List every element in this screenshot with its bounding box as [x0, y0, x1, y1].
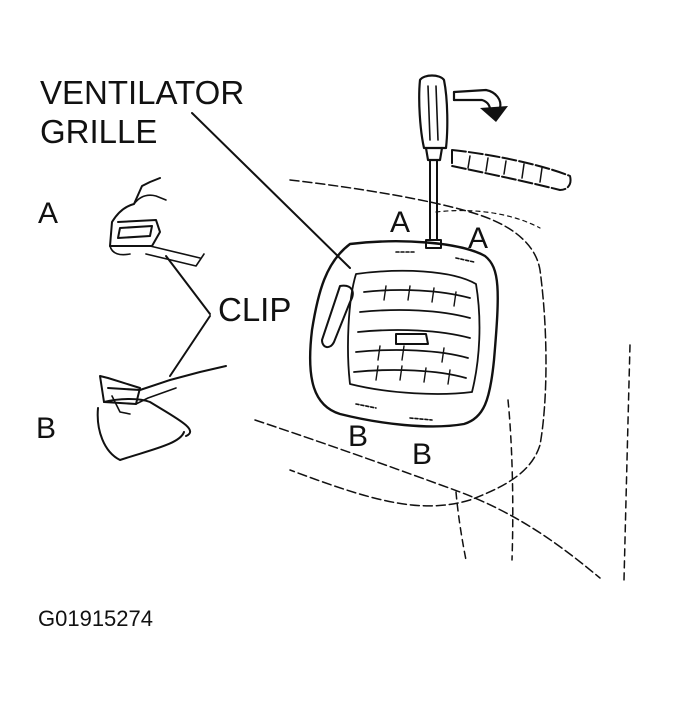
clip-leader-top [165, 255, 211, 315]
title-leader-line [191, 112, 351, 269]
label-b-bottom-right: B [412, 438, 432, 471]
label-a-top-left: A [390, 206, 410, 239]
clip-b-detail [96, 365, 227, 461]
grille-louvers [353, 285, 471, 385]
label-a-top-right: A [468, 222, 488, 255]
ventilator-grille [308, 240, 499, 428]
screwdriver [418, 74, 449, 249]
adjuster-tab [321, 284, 354, 348]
grille-clip-tabs-top [395, 251, 475, 263]
label-b-left: B [36, 412, 56, 445]
grille-clip-tabs-bottom [355, 403, 433, 421]
clip-leader-bottom [169, 315, 211, 377]
label-b-bottom-left: B [348, 420, 368, 453]
figure-code: G01915274 [38, 606, 153, 631]
defroster-vent [451, 149, 572, 191]
louver-knob [395, 333, 429, 345]
title-line-2: GRILLE [40, 113, 157, 150]
clip-a-detail [109, 177, 205, 267]
rotation-arrow-icon [452, 88, 508, 122]
clip-label: CLIP [218, 291, 291, 328]
label-a-left: A [38, 197, 58, 230]
title-line-1: VENTILATOR [40, 74, 244, 111]
dashboard-panel-outline [254, 179, 631, 581]
